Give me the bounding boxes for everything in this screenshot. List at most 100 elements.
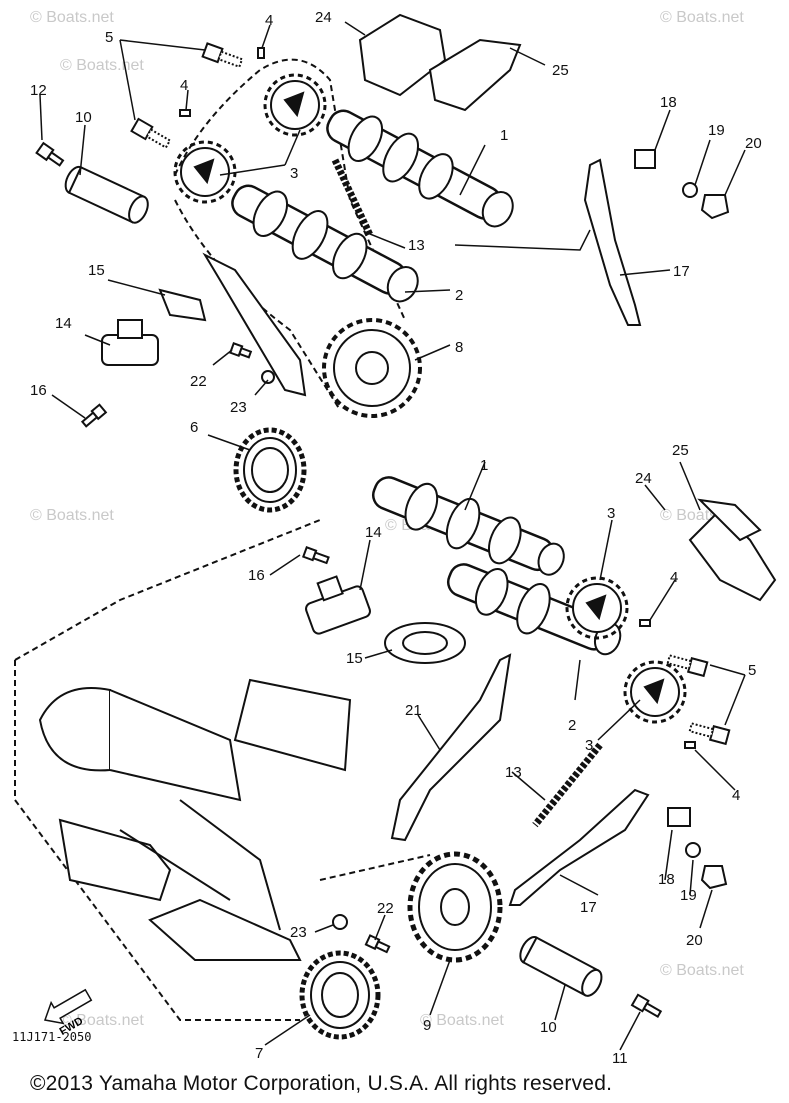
watermark-layer: © Boats.net © Boats.net © Boats.net © Bo… — [30, 9, 744, 1029]
bolt — [364, 934, 391, 954]
watermark: © Boats.net — [30, 507, 114, 524]
bottom-assembly — [14, 461, 777, 1051]
cam-cap — [428, 38, 522, 112]
piston-crank — [38, 678, 352, 961]
cam-sprocket — [263, 73, 327, 137]
callout-3-bottom-a: 3 — [607, 505, 615, 522]
dowel-pin — [179, 109, 191, 117]
gasket — [384, 622, 466, 664]
callout-24-bottom: 24 — [635, 470, 652, 487]
top-assembly — [35, 13, 746, 513]
callout-13-bottom: 13 — [505, 764, 522, 781]
callout-18-bottom: 18 — [658, 871, 675, 888]
stopper — [667, 807, 691, 827]
callout-2-top: 2 — [455, 287, 463, 304]
callout-labels: 1 2 3 4 4 5 6 8 10 12 13 14 15 16 17 18 … — [30, 9, 762, 1067]
stopper — [634, 149, 656, 169]
bolt — [35, 141, 65, 167]
chain-guide — [202, 252, 307, 397]
callout-6: 6 — [190, 419, 198, 436]
bolt — [229, 342, 253, 359]
guide-tube — [64, 165, 149, 224]
callout-1-bottom: 1 — [480, 457, 488, 474]
callout-19-top: 19 — [708, 122, 725, 139]
callout-2-bottom: 2 — [568, 717, 576, 734]
callout-5-top: 5 — [105, 29, 113, 46]
callout-4-bottom-a: 4 — [670, 569, 678, 586]
drawing-code: 11J171-2050 — [12, 1030, 92, 1044]
camshaft — [326, 109, 514, 228]
dowel-pin — [639, 619, 651, 627]
callout-4-top-b: 4 — [180, 77, 188, 94]
crank-sprocket — [322, 318, 422, 418]
callout-16-bottom: 16 — [248, 567, 265, 584]
bolt — [130, 117, 172, 149]
cam-sprocket — [565, 576, 629, 640]
bolt — [80, 403, 108, 428]
watermark: © Boats.net — [30, 9, 114, 26]
cam-sprocket — [623, 660, 687, 724]
dowel-pin — [257, 47, 265, 59]
drive-gear — [299, 950, 381, 1040]
bolt — [201, 42, 244, 69]
drive-gear — [233, 427, 307, 513]
chain-guide — [508, 788, 650, 906]
callout-1-top: 1 — [500, 127, 508, 144]
callout-14-top: 14 — [55, 315, 72, 332]
bolt — [302, 546, 330, 565]
callout-12: 12 — [30, 82, 47, 99]
callout-4-bottom-b: 4 — [732, 787, 740, 804]
callout-20-top: 20 — [745, 135, 762, 152]
dowel-pin — [684, 741, 696, 749]
callout-25-top: 25 — [552, 62, 569, 79]
callout-16-top: 16 — [30, 382, 47, 399]
callout-15-bottom: 15 — [346, 650, 363, 667]
callout-10-top: 10 — [75, 109, 92, 126]
camshaft — [371, 476, 565, 576]
callout-9: 9 — [423, 1017, 431, 1034]
callout-8: 8 — [455, 339, 463, 356]
guide-tube — [519, 936, 603, 997]
callout-13-top: 13 — [408, 237, 425, 254]
washer — [682, 182, 698, 198]
callout-5-bottom: 5 — [748, 662, 756, 679]
callout-17-bottom: 17 — [580, 899, 597, 916]
callout-18-top: 18 — [660, 94, 677, 111]
callout-22-top: 22 — [190, 373, 207, 390]
watermark: © Boats.net — [660, 9, 744, 26]
callout-19-bottom: 19 — [680, 887, 697, 904]
callout-3-bottom-b: 3 — [585, 737, 593, 754]
gasket — [158, 288, 207, 322]
watermark: © Boats.net — [60, 57, 144, 74]
bolt — [688, 722, 731, 746]
callout-7: 7 — [255, 1045, 263, 1062]
callout-17-top: 17 — [673, 263, 690, 280]
washer — [261, 370, 275, 384]
cam-sprocket — [173, 140, 237, 204]
callout-23-bottom: 23 — [290, 924, 307, 941]
chain-guide — [583, 158, 642, 326]
chain-guide — [390, 653, 512, 842]
washer — [685, 842, 701, 858]
callout-23-top: 23 — [230, 399, 247, 416]
callout-20-bottom: 20 — [686, 932, 703, 949]
callout-15-top: 15 — [88, 262, 105, 279]
crank-sprocket — [407, 851, 503, 963]
fwd-arrow — [44, 988, 93, 1025]
cam-cap — [697, 498, 762, 542]
camshaft — [231, 184, 419, 303]
cam-chain — [532, 742, 603, 828]
watermark: © Boats.net — [60, 1012, 144, 1029]
cap-nut — [700, 194, 730, 220]
chain-tensioner — [305, 575, 371, 635]
copyright-notice: ©2013 Yamaha Motor Corporation, U.S.A. A… — [30, 1072, 613, 1095]
cam-chain — [331, 158, 374, 237]
callout-4-top-a: 4 — [265, 12, 273, 29]
callout-11: 11 — [612, 1050, 628, 1067]
chain-tensioner — [101, 319, 159, 366]
callout-25-bottom: 25 — [672, 442, 689, 459]
callout-10-bottom: 10 — [540, 1019, 557, 1036]
callout-3-top: 3 — [290, 165, 298, 182]
watermark: © Boats.net — [660, 962, 744, 979]
